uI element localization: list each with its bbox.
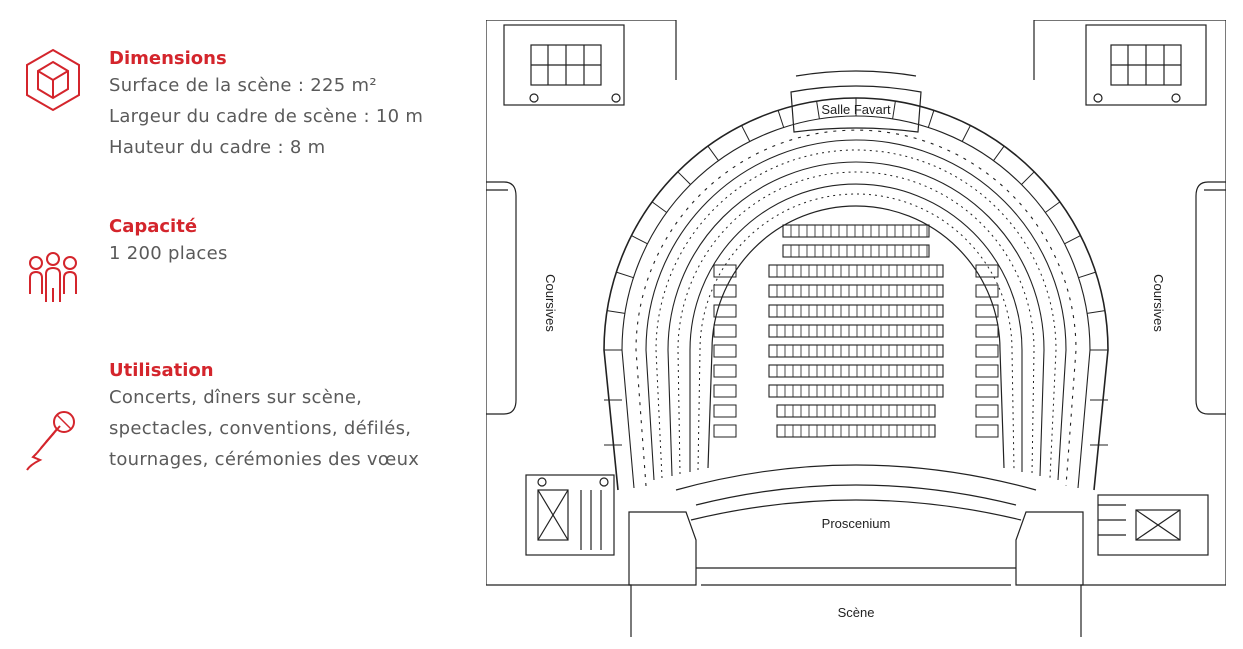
people-icon [29,252,77,302]
corridor-left [486,181,517,415]
plan-structure [486,20,1226,637]
label-salle-favart: Salle Favart [821,102,891,117]
capacity-places: 1 200 places [109,243,228,264]
balcony-tier-2 [667,161,1045,477]
orchestra-seats [713,224,999,438]
balcony-tier-3 [689,183,1023,472]
loge-dividers [604,98,1108,446]
capacity-title: Capacité [109,216,198,237]
stair-top-left [503,24,625,106]
label-coursives-left: Coursives [543,274,558,332]
pillar-left [628,511,697,586]
usage-line-3: tournages, cérémonies des vœux [109,449,420,470]
dimensions-title: Dimensions [109,48,227,69]
usage-line-2: spectacles, conventions, défilés, [109,418,412,439]
seating-plan: Salle Favart Proscenium Scène Coursives … [486,20,1226,637]
pillar-right [1015,511,1084,586]
usage-line-1: Concerts, dîners sur scène, [109,387,363,408]
elevator-left [525,474,615,556]
label-proscenium: Proscenium [822,516,891,531]
stair-top-right [1085,24,1207,106]
cube-icon [26,48,80,112]
label-scene: Scène [838,605,875,620]
dimensions-frame-width: Largeur du cadre de scène : 10 m [109,106,424,127]
microphone-icon [26,411,75,471]
dimensions-surface: Surface de la scène : 225 m² [109,75,377,96]
elevator-right [1097,494,1209,556]
dimensions-frame-height: Hauteur du cadre : 8 m [109,137,326,158]
orchestra-rail [707,205,1005,469]
proscenium-edge [695,484,1017,506]
balcony-tier-1 [645,139,1067,481]
corridor-right [1195,181,1226,415]
foyer-box [790,70,922,133]
usage-title: Utilisation [109,360,214,381]
balconies [603,97,1109,491]
label-coursives-right: Coursives [1151,274,1166,332]
